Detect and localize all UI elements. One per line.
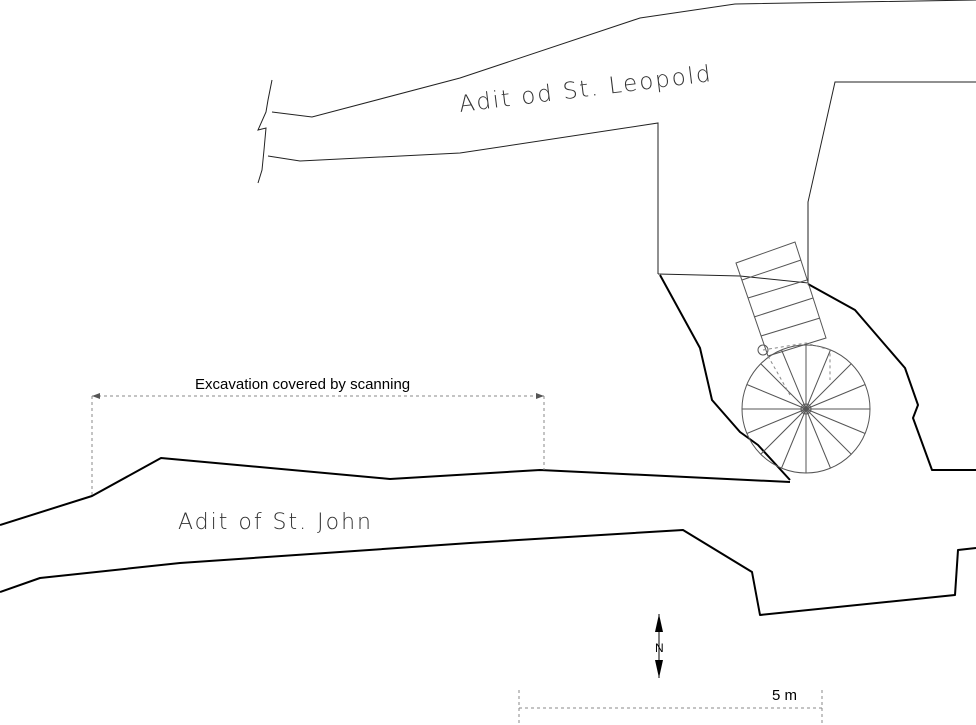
spiral-tread bbox=[746, 384, 807, 410]
spiral-tread bbox=[760, 363, 807, 410]
adit-st-john-walls bbox=[0, 457, 976, 616]
label-adit-st-john: Adit of St. John bbox=[178, 510, 373, 535]
scale-label: 5 m bbox=[772, 687, 797, 704]
excavation-dimension bbox=[91, 393, 545, 496]
spiral-tread bbox=[805, 363, 852, 410]
shaft-chamber-walls bbox=[659, 274, 976, 481]
label-excavation: Excavation covered by scanning bbox=[195, 376, 410, 393]
spiral-tread bbox=[805, 408, 831, 469]
spiral-tread bbox=[805, 349, 831, 410]
north-arrow-icon bbox=[655, 614, 663, 678]
spiral-tread bbox=[760, 408, 807, 455]
scale-bar bbox=[518, 690, 823, 725]
spiral-tread bbox=[746, 408, 807, 434]
staircase bbox=[735, 241, 827, 357]
break-line bbox=[257, 79, 273, 184]
spiral-stair bbox=[741, 342, 871, 474]
spiral-tread bbox=[805, 408, 866, 434]
spiral-tread bbox=[805, 384, 866, 410]
north-label: N bbox=[655, 641, 664, 655]
spiral-tread bbox=[781, 349, 807, 410]
label-adit-st-leopold: Adit od St. Leopold bbox=[458, 61, 714, 118]
spiral-tread bbox=[781, 408, 807, 469]
spiral-tread bbox=[805, 408, 852, 455]
adit-st-leopold-outline bbox=[257, 0, 976, 284]
